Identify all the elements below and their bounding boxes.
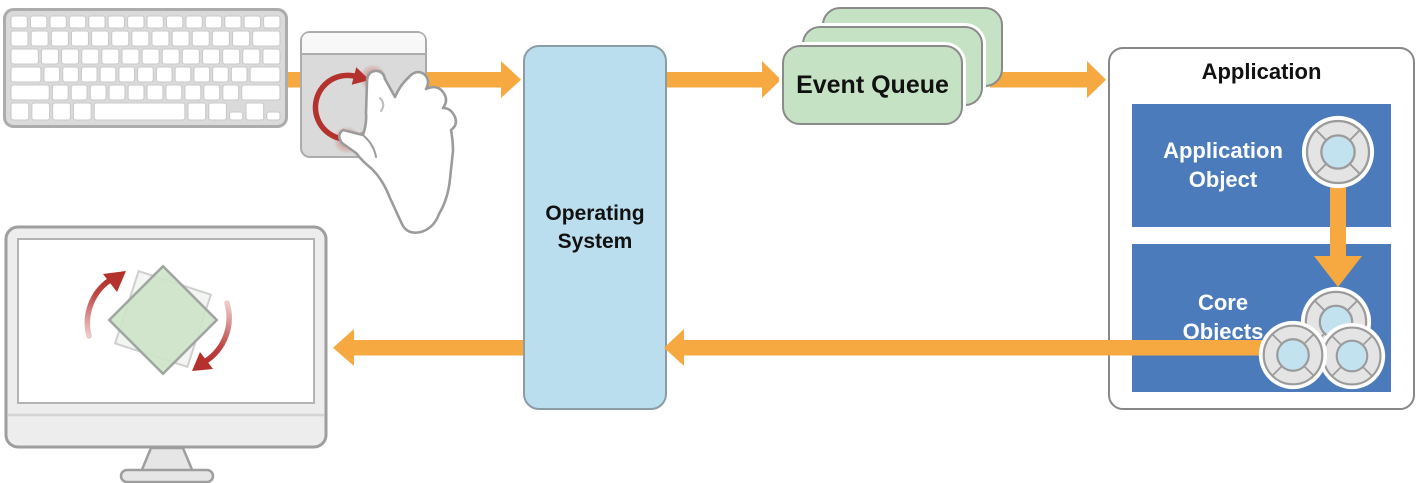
arrow-os-to-event-queue [667,61,781,98]
core-object-icon-right [1318,322,1386,390]
core-object-icon-left [1258,320,1328,390]
node-event-queue: Event Queue [780,3,1008,135]
rotating-square [107,264,219,376]
rotation-arrowhead-right [192,352,213,371]
application-object-icon [1301,115,1375,189]
application-title: Application [1201,59,1322,84]
rotation-arrow-left [84,277,113,339]
node-operating-system: Operating System [523,45,667,410]
arrow-application-object-to-core-objects [1314,184,1362,287]
rotation-arrow-right [203,300,232,364]
arrow-os-to-display [333,329,523,366]
trackpad-top-strip [302,33,425,55]
monitor-base [119,468,215,483]
keyboard-keys [10,15,281,121]
event-queue-label: Event Queue [796,70,949,99]
arrow-application-to-os [664,329,1302,366]
keyboard-icon [3,8,288,128]
core-objects-label: Core Objects [1182,290,1264,344]
arrow-event-queue-to-application [990,61,1106,98]
event-queue-card-front: Event Queue [782,45,963,125]
rotation-arrowhead-left [103,271,126,292]
operating-system-label: Operating System [545,201,645,253]
application-object-label: Application Object [1163,137,1283,192]
display-icon [4,225,328,483]
